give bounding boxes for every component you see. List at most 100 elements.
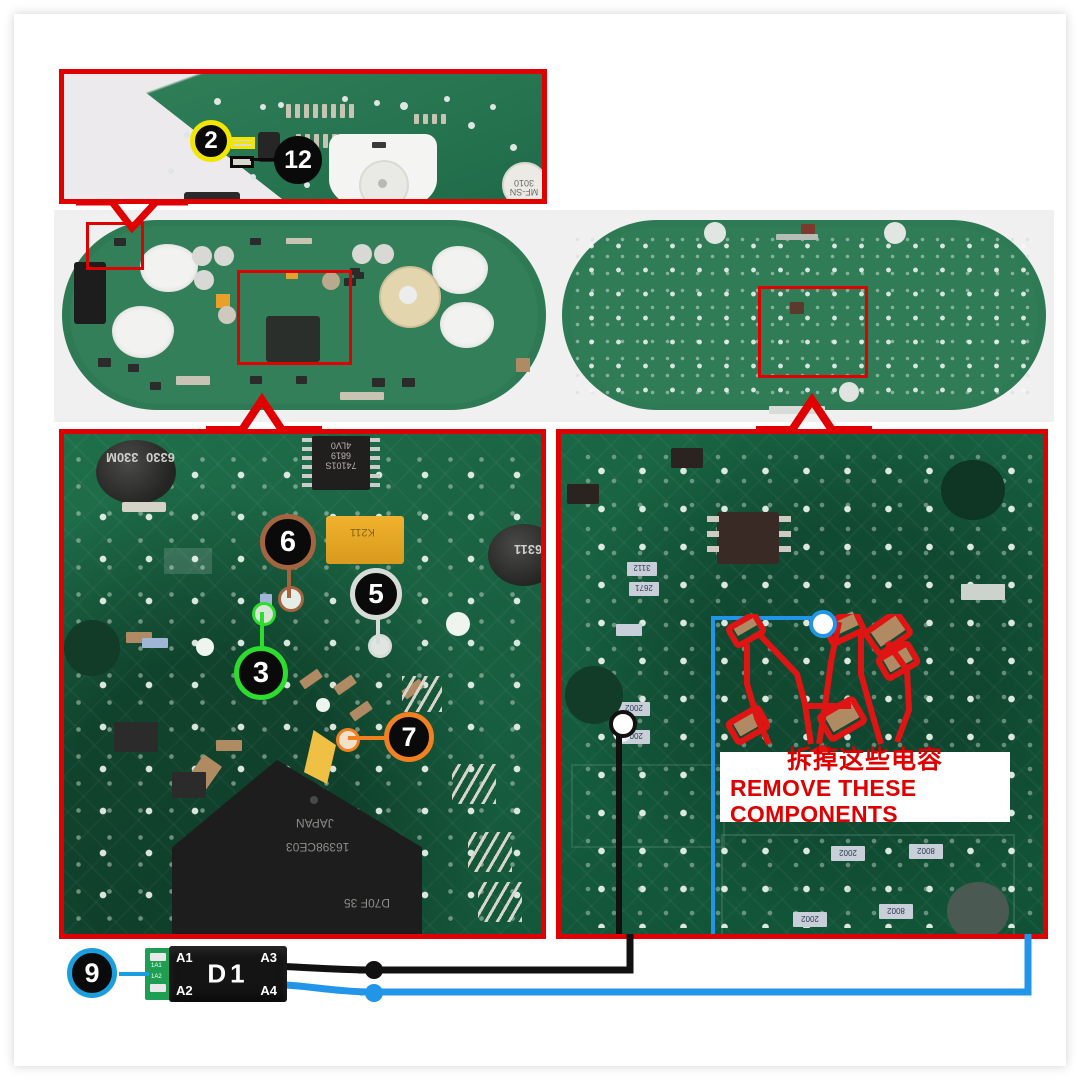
target-ring-6: [278, 586, 304, 612]
ic-small: [172, 772, 206, 798]
edge-connector: [74, 262, 106, 324]
resistor-labeled: [879, 904, 913, 919]
marker-9[interactable]: 9: [67, 948, 117, 998]
stepper-motor-hub: [378, 179, 387, 188]
capacitor: [194, 270, 214, 290]
highlight-box-cpu: [237, 270, 352, 365]
marker-2[interactable]: 2: [190, 120, 232, 162]
highlight-smd-black: [230, 156, 254, 168]
d1-module: 1A1 1A2 A1 A2 A3 A4 D1 9: [67, 944, 399, 1006]
smd: [250, 376, 262, 384]
board-outline: [571, 764, 725, 848]
pad: [250, 174, 256, 180]
bga-dot: [310, 796, 318, 804]
ic-small: [114, 722, 158, 752]
resistor-labeled: [793, 912, 827, 927]
header-pins: [176, 376, 210, 385]
smd: [350, 268, 360, 275]
connector-block: [184, 192, 240, 199]
pin-fan: [478, 882, 522, 922]
pin-label-a4: A4: [260, 983, 277, 998]
highlight-box-back-zone: [758, 286, 868, 378]
smd: [114, 238, 126, 246]
motor-slot: [372, 142, 386, 148]
electrolytic-capacitor: [502, 162, 542, 199]
blue-zone-outline: [711, 616, 821, 934]
pin-fan: [468, 832, 512, 872]
button-pad: [432, 246, 488, 294]
buzzer: [379, 266, 441, 328]
leader-line-5: [376, 604, 380, 644]
marker-7[interactable]: 7: [384, 712, 434, 762]
blue-wire-junction: [365, 984, 383, 1002]
pin-fan: [452, 764, 496, 804]
leader-line-12: [250, 158, 286, 161]
pcb-front-overview: [54, 210, 554, 422]
marker-5[interactable]: 5: [350, 568, 402, 620]
ic-pins-left: [302, 438, 312, 488]
smd: [354, 272, 364, 279]
inductor-lead: [122, 502, 166, 512]
black-wire-junction: [365, 961, 383, 979]
leader-line-9: [119, 972, 149, 976]
smd: [128, 364, 139, 372]
tantalum-capacitor: [326, 516, 404, 564]
pad: [490, 104, 496, 110]
smd: [516, 358, 530, 372]
board-connector: [769, 406, 825, 414]
resistor: [142, 638, 168, 648]
resistor-value: 2671: [635, 583, 653, 592]
pad: [374, 100, 380, 106]
d1-terminal-block: 1A1 1A2: [145, 948, 171, 1000]
capacitor-orange: [216, 294, 230, 308]
resistor: [216, 740, 242, 751]
black-wire-anchor: [609, 710, 637, 738]
capacitor: [374, 244, 394, 264]
transistor: [671, 448, 703, 468]
leader-line-6: [287, 542, 291, 598]
smd: [961, 584, 1005, 600]
arrow-back-overview-to-detail: [756, 392, 872, 432]
instruction-callout: 拆掉这些电容 REMOVE THESE COMPONENTS: [720, 746, 1010, 827]
mosfet-pins: [779, 516, 791, 560]
instruction-english: REMOVE THESE COMPONENTS: [730, 774, 917, 828]
pin-label-a2: A2: [176, 983, 193, 998]
marker-6[interactable]: 6: [260, 514, 316, 570]
capacitor-orange: [286, 270, 298, 279]
header-pins: [340, 392, 384, 400]
leader-line-2: [232, 141, 254, 144]
target-ring-3: [252, 602, 276, 626]
capacitor: [192, 246, 212, 266]
pad: [214, 98, 221, 105]
smd: [372, 378, 385, 387]
terminal-label-1a2: 1A2: [151, 974, 162, 980]
marker-12[interactable]: 12: [274, 136, 322, 184]
black-wire-segment: [616, 724, 622, 934]
smd: [286, 238, 312, 244]
inductor-label: 6311: [514, 542, 543, 557]
pad: [278, 102, 284, 108]
target-ring-5: [368, 634, 392, 658]
mosfet: [717, 512, 779, 564]
marker-3[interactable]: 3: [234, 646, 288, 700]
smd: [801, 224, 815, 236]
d1-name-label: D1: [207, 958, 249, 989]
resistor-labeled: [909, 844, 943, 859]
d1-body: A1 A2 A3 A4 D1: [169, 946, 287, 1002]
bga-label: D70F 35: [344, 896, 391, 910]
pad: [184, 132, 190, 138]
smd: [150, 382, 161, 390]
arrow-top-to-front-overview: [76, 200, 188, 234]
inductor: [218, 306, 236, 324]
smd: [296, 376, 307, 384]
buzzer-center: [399, 286, 417, 304]
smd: [402, 378, 415, 387]
smd: [790, 302, 804, 314]
power-inductor: [96, 440, 176, 504]
target-ring-7: [336, 728, 360, 752]
smd: [616, 624, 642, 636]
pad: [444, 96, 450, 102]
pad: [168, 168, 174, 174]
